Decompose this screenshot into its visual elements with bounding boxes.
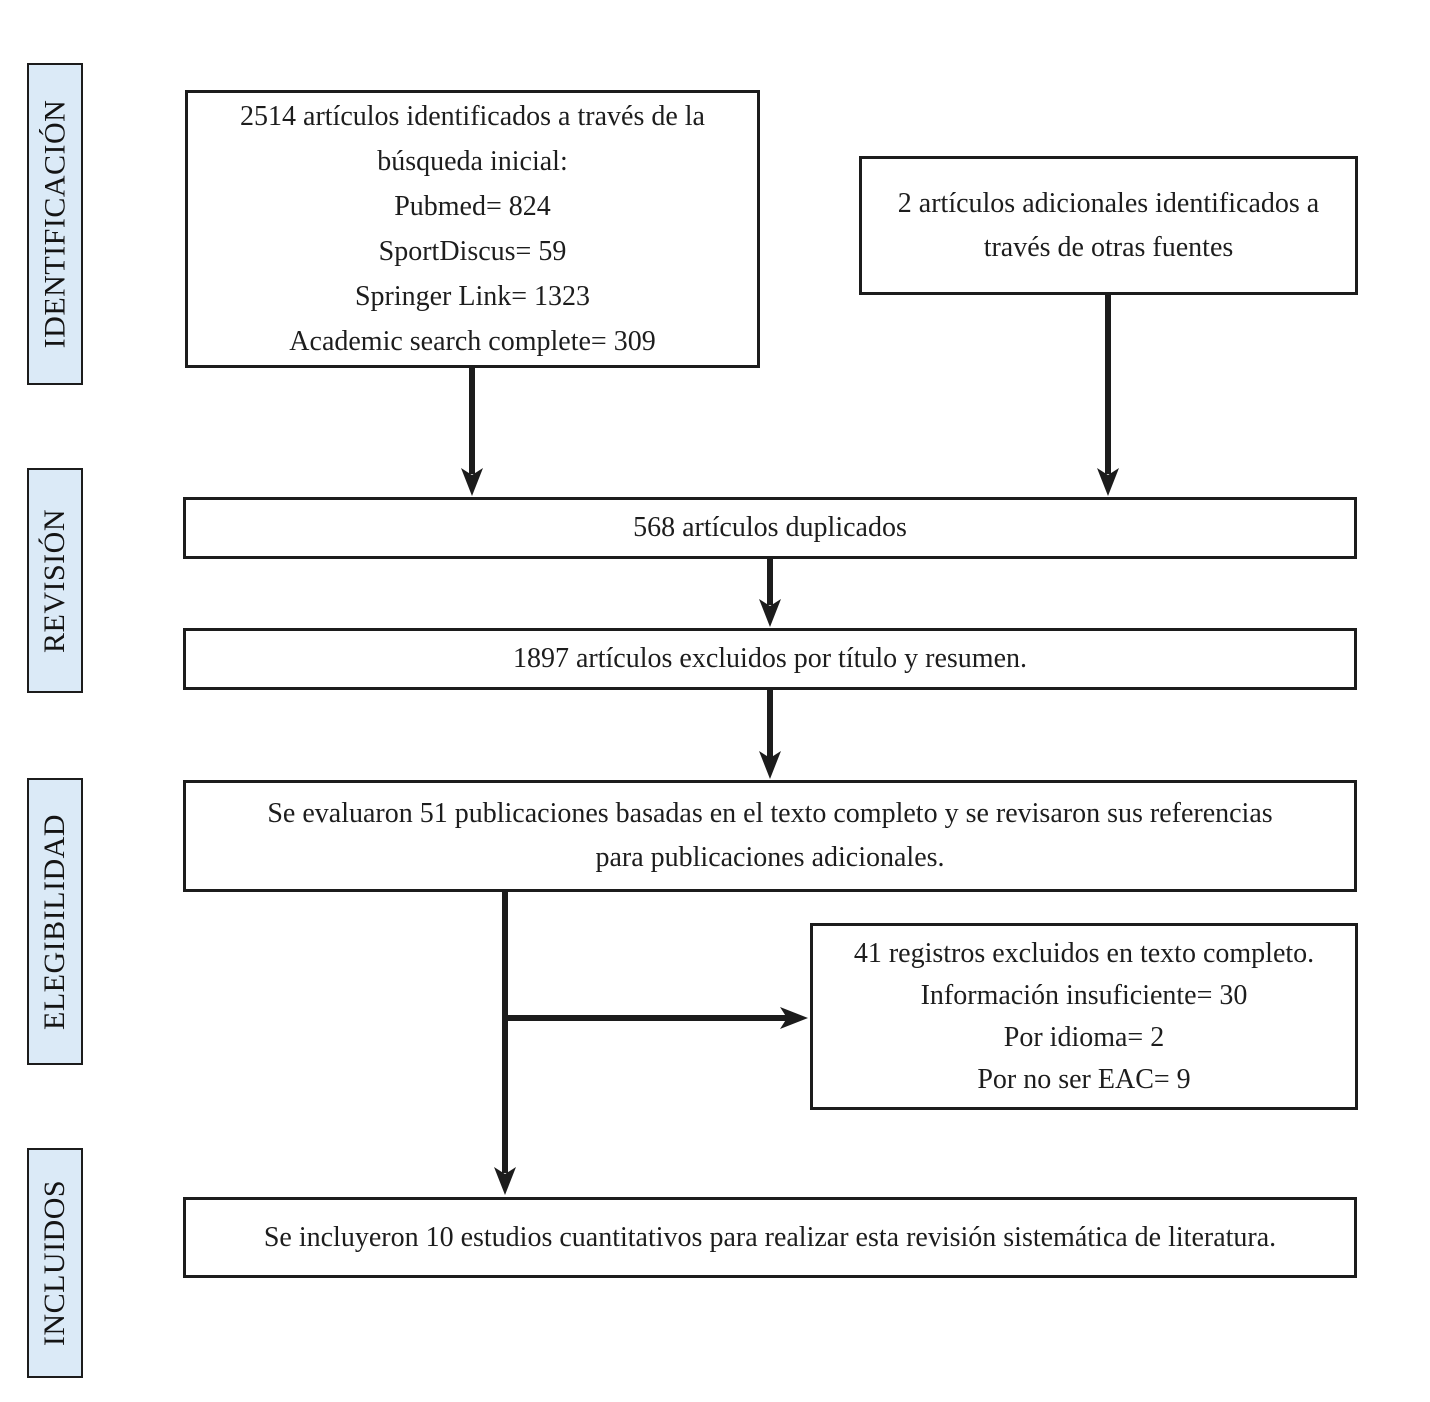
box-full-text-assessed-line: Se evaluaron 51 publicaciones basadas en… xyxy=(267,798,1273,829)
box-full-text-excluded-line: 41 registros excluidos en texto completo… xyxy=(853,937,1315,969)
arrow-stem xyxy=(469,368,475,474)
box-title-abstract-excluded: 1897 artículos excluidos por título y re… xyxy=(183,628,1357,690)
stage-label-incluidos: INCLUIDOS xyxy=(27,1148,83,1378)
arrow-stem xyxy=(767,690,773,758)
box-duplicates-text: 568 artículos duplicados xyxy=(633,512,907,543)
box-initial-search-line: Pubmed= 824 xyxy=(394,191,551,222)
arrow-titleexcluded-to-fulltext xyxy=(759,690,781,779)
arrow-initial-to-duplicates xyxy=(461,368,483,496)
box-initial-search-line: Academic search complete= 309 xyxy=(289,326,656,357)
box-included-studies-text: Se incluyeron 10 estudios cuantitativos … xyxy=(263,1221,1277,1253)
arrow-duplicates-to-titleexcluded xyxy=(759,559,781,627)
arrow-stem xyxy=(502,1015,787,1021)
box-initial-search-line: búsqueda inicial: xyxy=(377,146,568,177)
arrow-fulltext-to-included xyxy=(494,892,516,1195)
box-full-text-excluded-line: Por idioma= 2 xyxy=(1003,1021,1165,1053)
stage-label-elegibilidad: ELEGIBILIDAD xyxy=(27,778,83,1065)
arrow-stem xyxy=(502,892,508,1173)
box-other-sources: 2 artículos adicionales identificados a … xyxy=(859,156,1358,295)
arrow-sources-to-duplicates xyxy=(1097,295,1119,496)
box-initial-search-line: SportDiscus= 59 xyxy=(378,236,567,267)
arrow-head xyxy=(759,599,781,627)
box-initial-search-line: Springer Link= 1323 xyxy=(354,281,591,312)
box-other-sources-line: través de otras fuentes xyxy=(983,231,1234,263)
stage-label-elegibilidad-text: ELEGIBILIDAD xyxy=(38,813,72,1030)
box-included-studies: Se incluyeron 10 estudios cuantitativos … xyxy=(183,1197,1357,1278)
box-full-text-assessed: Se evaluaron 51 publicaciones basadas en… xyxy=(183,780,1357,892)
box-other-sources-line: 2 artículos adicionales identificados a xyxy=(897,187,1320,219)
arrow-fulltext-to-excluded xyxy=(502,1007,808,1029)
arrow-stem xyxy=(767,559,773,605)
arrow-head xyxy=(759,751,781,779)
stage-label-identification-text: IDENTIFICACIÓN xyxy=(38,99,72,349)
stage-label-identification: IDENTIFICACIÓN xyxy=(27,63,83,385)
arrow-head xyxy=(461,468,483,496)
box-full-text-excluded: 41 registros excluidos en texto completo… xyxy=(810,923,1358,1110)
box-duplicates: 568 artículos duplicados xyxy=(183,497,1357,559)
arrow-head xyxy=(780,1007,808,1029)
arrow-stem xyxy=(1105,295,1111,474)
box-initial-search-line: 2514 artículos identificados a través de… xyxy=(240,101,705,132)
box-full-text-excluded-line: Por no ser EAC= 9 xyxy=(977,1063,1191,1095)
box-full-text-excluded-line: Información insuficiente= 30 xyxy=(920,979,1248,1011)
arrow-head xyxy=(494,1167,516,1195)
box-title-abstract-excluded-text: 1897 artículos excluidos por título y re… xyxy=(512,643,1028,674)
stage-label-revision: REVISIÓN xyxy=(27,468,83,693)
box-full-text-assessed-line: para publicaciones adicionales. xyxy=(595,842,945,873)
box-initial-search: 2514 artículos identificados a través de… xyxy=(185,90,760,368)
stage-label-revision-text: REVISIÓN xyxy=(38,508,71,653)
arrow-head xyxy=(1097,468,1119,496)
stage-label-incluidos-text: INCLUIDOS xyxy=(38,1179,72,1347)
